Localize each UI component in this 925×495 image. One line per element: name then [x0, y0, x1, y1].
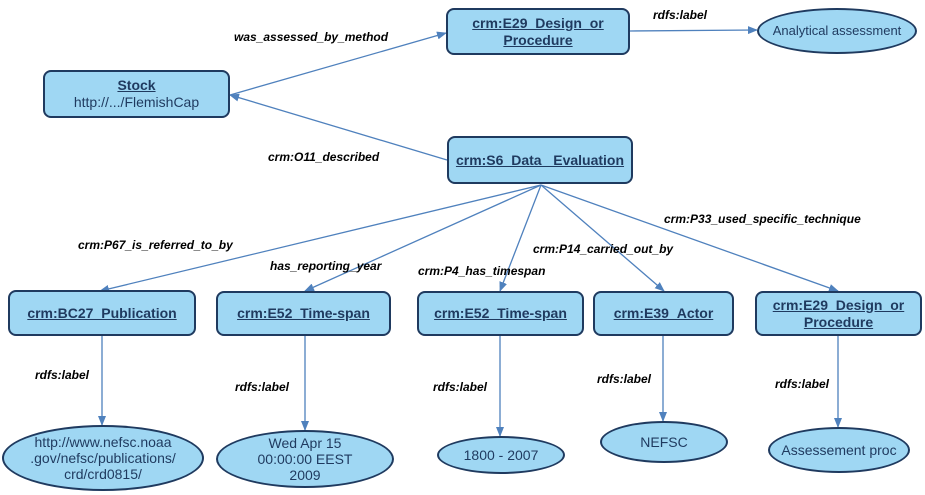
label-was-assessed-by-method: was_assessed_by_method	[234, 30, 389, 44]
node-timespan-1-title: crm:E52_Time-span	[237, 305, 370, 321]
node-design-bottom-title: crm:E29_Design_or Procedure	[772, 296, 905, 330]
node-actor-title: crm:E39_Actor	[613, 305, 714, 321]
label-o11-described: crm:O11_described	[268, 150, 380, 164]
label-rdfs-label-top: rdfs:label	[653, 8, 708, 22]
label-has-reporting-year: has_reporting_year	[270, 259, 382, 273]
literal-actor-name: NEFSC	[600, 421, 728, 463]
node-design-top-title: crm:E29_Design_or Procedure	[472, 14, 604, 48]
edge-p33	[540, 184, 839, 292]
edge-has-reporting-year	[304, 184, 542, 292]
edge-rdfs-label-top	[629, 26, 758, 35]
edge-o11-described	[229, 93, 448, 161]
label-p67: crm:P67_is_referred_to_by	[78, 238, 233, 252]
literal-publication-url: http://www.nefsc.noaa .gov/nefsc/publica…	[2, 425, 204, 491]
edge-p4	[499, 184, 542, 292]
node-design-top: crm:E29_Design_or Procedure	[446, 8, 630, 55]
edge-was-assessed-by-method	[229, 31, 447, 96]
label-rdfs-label-2: rdfs:label	[235, 380, 290, 394]
node-timespan-2: crm:E52_Time-span	[417, 291, 584, 336]
node-data-evaluation-title: crm:S6_Data_ Evaluation	[455, 151, 625, 168]
edge-p14	[540, 184, 665, 292]
literal-timespan-range: 1800 - 2007	[437, 436, 565, 474]
node-actor: crm:E39_Actor	[593, 291, 734, 336]
label-p14: crm:P14_carried_out_by	[533, 242, 674, 256]
edge-p67	[99, 184, 542, 293]
node-design-bottom: crm:E29_Design_or Procedure	[755, 291, 922, 336]
node-timespan-2-title: crm:E52_Time-span	[434, 305, 567, 321]
node-stock: Stock http://.../FlemishCap	[43, 70, 230, 118]
node-stock-uri: http://.../FlemishCap	[73, 94, 200, 110]
literal-reporting-date: Wed Apr 15 00:00:00 EEST 2009	[216, 430, 394, 488]
label-rdfs-label-3: rdfs:label	[433, 380, 488, 394]
node-stock-title: Stock	[117, 77, 156, 93]
node-timespan-1: crm:E52_Time-span	[216, 291, 391, 336]
node-publication: crm:BC27_Publication	[8, 290, 196, 336]
node-data-evaluation: crm:S6_Data_ Evaluation	[447, 136, 633, 184]
literal-procedure: Assessement proc	[768, 427, 910, 473]
label-p4: crm:P4_has_timespan	[418, 264, 546, 278]
label-p33: crm:P33_used_specific_technique	[664, 212, 861, 226]
label-rdfs-label-1: rdfs:label	[35, 368, 90, 382]
literal-analytical-assessment: Analytical assessment	[757, 8, 917, 54]
label-rdfs-label-4: rdfs:label	[597, 372, 652, 386]
node-publication-title: crm:BC27_Publication	[27, 304, 177, 321]
label-rdfs-label-5: rdfs:label	[775, 377, 830, 391]
